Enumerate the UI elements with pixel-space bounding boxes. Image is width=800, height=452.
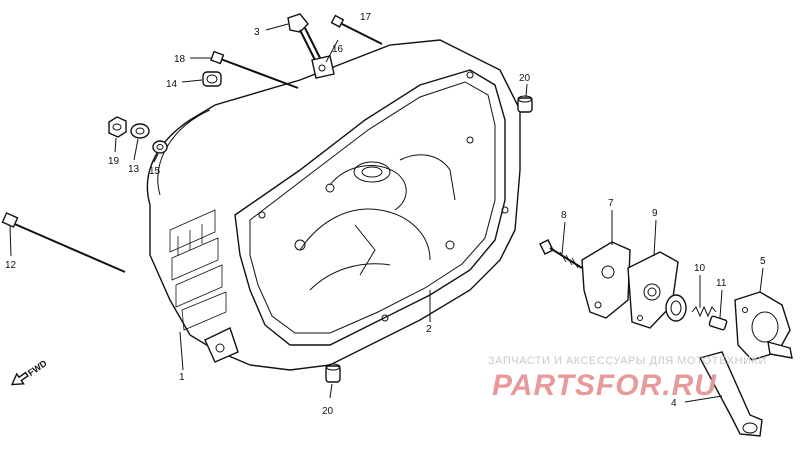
label-19: 19: [108, 156, 120, 167]
label-11: 11: [716, 278, 727, 289]
screw-17: [330, 14, 383, 45]
watermark: ЗАПЧАСТИ И АКСЕССУАРЫ ДЛЯ МОТОТЕХНИКИ PA…: [488, 355, 767, 402]
washer-13: [130, 123, 150, 139]
spring-10: [691, 305, 717, 318]
leader-lines: [9, 23, 764, 403]
label-13: 13: [128, 164, 140, 175]
oil-seal: [665, 294, 687, 322]
label-4: 4: [671, 398, 677, 409]
label-9: 9: [652, 208, 658, 219]
watermark-logo: PARTSFOR.RU: [492, 369, 717, 402]
watermark-caption: ЗАПЧАСТИ И АКСЕССУАРЫ ДЛЯ МОТОТЕХНИКИ: [488, 355, 767, 367]
lever-plate-7: [581, 241, 631, 319]
sensor-3: [287, 13, 335, 79]
label-18: 18: [174, 54, 186, 65]
dowel-pin-upper: [517, 95, 533, 113]
pin-11: [708, 315, 728, 331]
label-20-lower: 20: [322, 406, 334, 417]
long-bolt: [1, 212, 126, 273]
label-3: 3: [254, 27, 260, 38]
arm-4: [698, 351, 763, 437]
label-2: 2: [426, 324, 432, 335]
label-20-upper: 20: [519, 73, 531, 84]
label-17: 17: [360, 12, 372, 23]
oring-15: [152, 140, 168, 154]
label-16: 16: [332, 44, 344, 55]
label-15: 15: [149, 166, 161, 177]
nut-19: [108, 116, 127, 138]
label-10: 10: [694, 263, 706, 274]
fwd-arrow: FWD: [10, 358, 49, 386]
label-14: 14: [166, 79, 178, 90]
crankcase-cover: [146, 39, 521, 371]
fwd-label: FWD: [26, 358, 49, 378]
label-1: 1: [179, 372, 185, 383]
bolt-18: [210, 50, 299, 89]
spindle-8: [539, 239, 583, 269]
housing-5: [734, 291, 793, 361]
label-5: 5: [760, 256, 766, 267]
dowel-pin-lower: [325, 363, 341, 383]
label-12: 12: [5, 260, 17, 271]
label-7: 7: [608, 198, 614, 209]
label-8: 8: [561, 210, 567, 221]
cap-14: [202, 71, 222, 87]
callout-labels: 1 2 3 4 5 7 8 9 10 11 12 13 14 15 16 17 …: [5, 12, 766, 417]
